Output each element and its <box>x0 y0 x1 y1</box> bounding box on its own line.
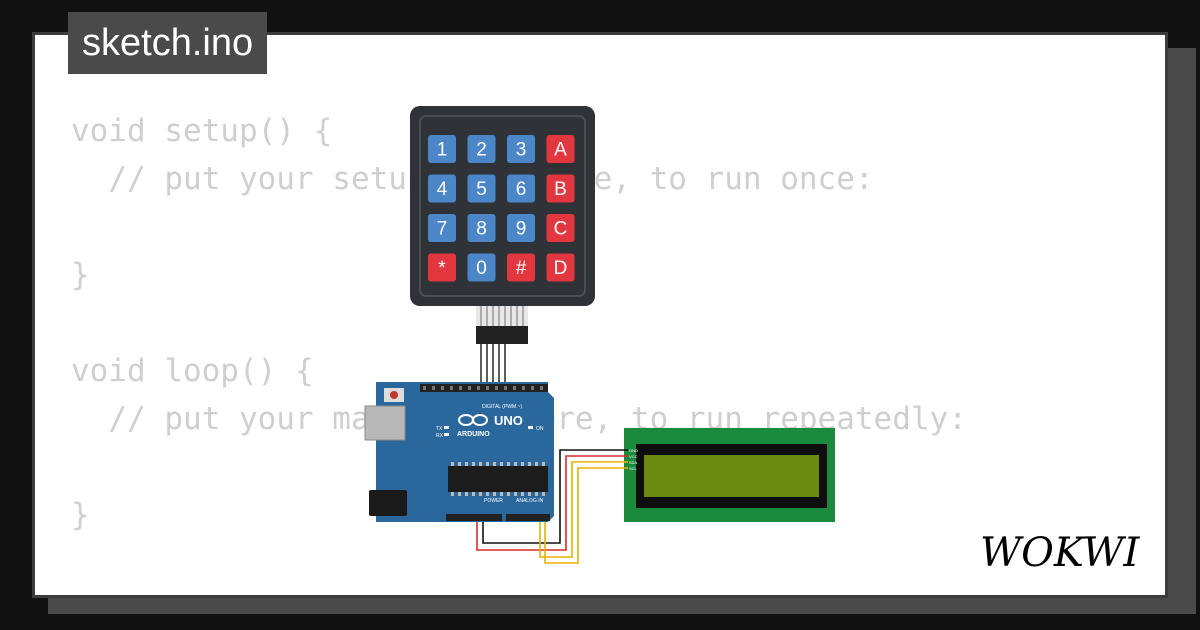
preview-card: void setup() { // put your setup code he… <box>32 32 1168 598</box>
svg-text:SCL: SCL <box>629 466 638 471</box>
power-led <box>528 426 533 429</box>
keypad-key[interactable] <box>507 135 535 163</box>
keypad-key-label: 6 <box>516 179 527 200</box>
keypad-ribbon-lines <box>480 306 524 326</box>
keypad-key-label: D <box>554 258 568 279</box>
svg-text:GND: GND <box>629 448 638 453</box>
on-label: ON <box>536 426 544 432</box>
tx-led <box>444 426 449 429</box>
keypad-key-label: 9 <box>516 219 527 240</box>
keypad-key-label: 4 <box>437 179 448 200</box>
keypad-key[interactable] <box>546 174 575 203</box>
lcd-wires <box>476 449 628 564</box>
svg-text:VCC: VCC <box>629 454 638 459</box>
keypad-key-label: 3 <box>516 140 527 161</box>
keypad-key[interactable] <box>507 214 535 242</box>
chip-pins <box>451 462 545 496</box>
keypad-key[interactable] <box>428 174 456 203</box>
digital-header-pins <box>423 386 543 390</box>
keypad-key-label: 2 <box>476 140 487 161</box>
digital-label: DIGITAL (PWM ~) <box>482 404 522 410</box>
power-jack <box>369 490 407 516</box>
digital-header <box>420 384 548 392</box>
keypad-key[interactable] <box>428 135 456 163</box>
keypad-key-label: B <box>554 179 567 200</box>
power-header <box>446 514 502 521</box>
arduino-uno-board[interactable]: DIGITAL (PWM ~) UNO ARDUINO TX RX ON POW… <box>364 382 554 522</box>
keypad-key-label: 7 <box>437 219 448 240</box>
reset-button-cap <box>390 391 398 399</box>
membrane-keypad[interactable]: 1 2 3 A 4 5 6 B 7 8 9 C * 0 # D <box>410 106 595 344</box>
lcd-pin-labels: GND VCC SDA SCL <box>629 448 638 471</box>
keypad-border <box>419 115 586 297</box>
keypad-key-label: 0 <box>476 258 487 279</box>
arduino-logo <box>458 414 488 426</box>
keypad-key[interactable] <box>546 135 575 163</box>
keypad-wires <box>480 344 506 388</box>
keypad-ribbon <box>476 306 528 326</box>
board-model: UNO <box>494 413 523 428</box>
code-line: void setup() { <box>71 113 333 149</box>
tx-label: TX <box>436 426 443 432</box>
keypad-key-label: * <box>438 258 446 279</box>
keypad-key[interactable] <box>467 214 496 242</box>
keypad-key-label: 8 <box>476 219 487 240</box>
code-line: void loop() { <box>71 353 314 389</box>
keypad-key[interactable] <box>467 253 496 282</box>
keypad-key[interactable] <box>428 253 456 282</box>
analog-header <box>506 514 550 521</box>
keypad-key-label: C <box>554 219 568 240</box>
code-line: } <box>71 497 90 533</box>
keypad-key[interactable] <box>507 174 535 203</box>
keypad-key[interactable] <box>428 214 456 242</box>
svg-text:SDA: SDA <box>629 460 638 465</box>
keypad-key-label: A <box>554 140 567 161</box>
keypad-key-label: 5 <box>476 179 487 200</box>
keypad-key[interactable] <box>546 214 575 242</box>
atmega-chip <box>448 466 548 492</box>
keypad-key-label: 1 <box>437 140 448 161</box>
file-tab[interactable]: sketch.ino <box>68 12 268 74</box>
wokwi-logo: WOKWI <box>980 530 1140 576</box>
file-tab-label: sketch.ino <box>82 22 254 64</box>
keypad-key[interactable] <box>467 135 496 163</box>
keypad-keys: 1 2 3 A 4 5 6 B 7 8 9 C * 0 # D <box>428 135 575 282</box>
keypad-key[interactable] <box>546 253 575 282</box>
lcd-1602-i2c[interactable]: GND VCC SDA SCL <box>624 428 835 522</box>
keypad-key-label: # <box>516 258 527 279</box>
lcd-screen <box>644 455 819 497</box>
analog-label: ANALOG IN <box>516 498 544 504</box>
keypad-key[interactable] <box>467 174 496 203</box>
rx-led <box>444 433 449 436</box>
board-brand: ARDUINO <box>457 431 490 438</box>
code-editor[interactable]: void setup() { // put your setup code he… <box>71 107 967 539</box>
keypad-connector <box>476 326 528 344</box>
wokwi-logo-text: WOKWI <box>980 530 1140 576</box>
power-label: POWER <box>484 498 503 504</box>
usb-port <box>364 405 406 441</box>
code-line: } <box>71 257 90 293</box>
keypad-key[interactable] <box>507 253 535 282</box>
rx-label: RX <box>436 433 444 439</box>
